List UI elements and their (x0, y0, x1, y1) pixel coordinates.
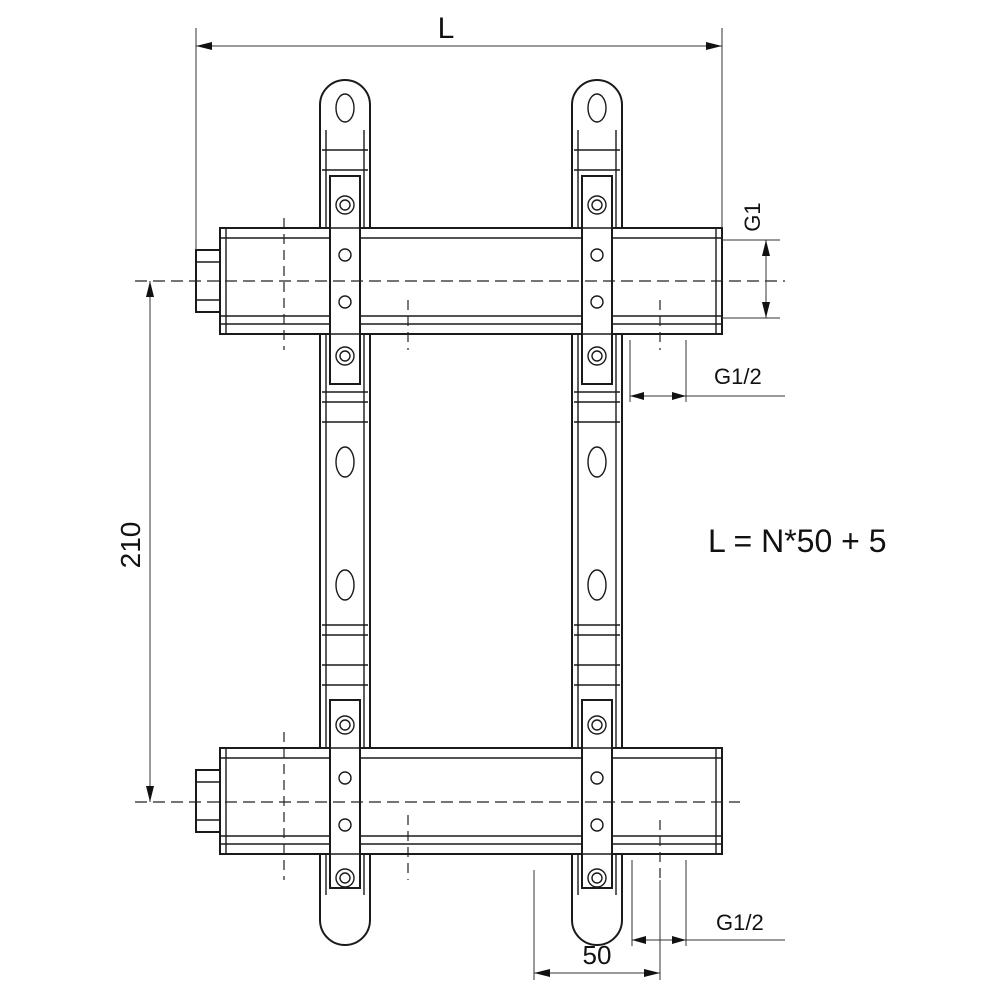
dimension-top-G1-2-label: G1/2 (714, 364, 762, 389)
length-formula: L = N*50 + 5 (708, 523, 887, 559)
dimension-bottom-G1-2-label: G1/2 (716, 910, 764, 935)
clamp-bottom-left (329, 699, 361, 889)
dimension-210-label: 210 (115, 522, 146, 569)
clamp-bottom-right (581, 699, 613, 889)
dimension-210: 210 (115, 281, 154, 802)
bottom-manifold-pipe (195, 747, 723, 855)
dimension-L: L (195, 12, 723, 250)
dimension-top-G1-2: G1/2 (629, 340, 785, 402)
dimension-G1: G1 (722, 202, 780, 319)
clamp-top-right (581, 175, 613, 385)
dimension-G1-label: G1 (740, 202, 765, 231)
centre-lines (135, 218, 785, 880)
dimension-bottom-G1-2: G1/2 (631, 860, 785, 946)
dimension-L-label: L (438, 12, 455, 45)
dimension-50: 50 (533, 870, 661, 980)
dimension-50-label: 50 (583, 940, 612, 970)
clamp-top-left (329, 175, 361, 385)
